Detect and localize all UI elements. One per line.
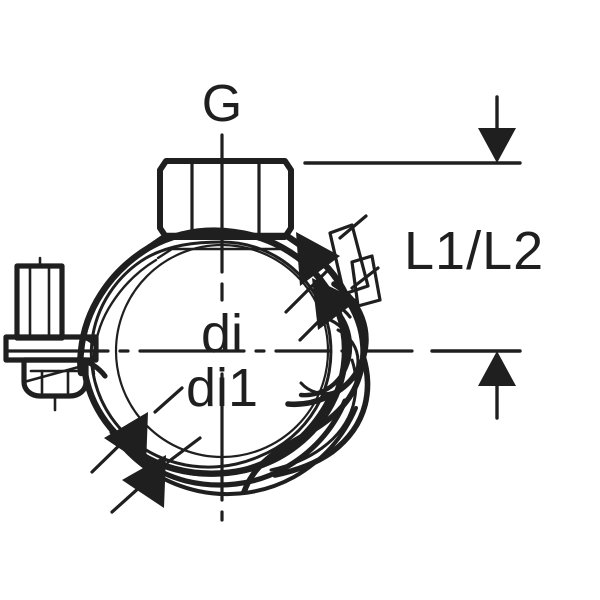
leader-arrow-upper-2 bbox=[312, 278, 358, 330]
leader-line-upper-2b bbox=[350, 266, 380, 290]
inner-diameter-alt-label: di1 bbox=[185, 358, 259, 418]
bolt-bracket-plate bbox=[3, 334, 99, 363]
bolt-nut-face-line bbox=[22, 363, 88, 384]
thread-label: G bbox=[201, 75, 243, 133]
inner-diameter-label: di bbox=[200, 304, 244, 364]
clamp-band-inner bbox=[89, 240, 333, 469]
dimension-arrow-down bbox=[478, 128, 516, 163]
latch-lever bbox=[328, 223, 370, 296]
latch-hook-body bbox=[285, 281, 369, 408]
leader-arrow-lower-2 bbox=[122, 455, 166, 508]
latch-outer-loop bbox=[241, 294, 366, 495]
latch-lever-tip bbox=[350, 254, 382, 308]
leader-line-lower-1b bbox=[153, 386, 184, 414]
latch-tail-strap-inner bbox=[269, 358, 358, 472]
leader-arrow-lower-1 bbox=[104, 412, 148, 466]
latch-ellipse bbox=[299, 328, 360, 396]
pipe-bore-circle bbox=[114, 243, 330, 459]
latch-tail-strap bbox=[272, 353, 371, 478]
leader-line-upper-1 bbox=[284, 266, 332, 314]
leader-line-lower-2b bbox=[166, 436, 202, 464]
clamp-top-saddle-inner bbox=[156, 247, 298, 260]
clamp-end-upper bbox=[78, 334, 99, 348]
hex-boss-outline bbox=[157, 158, 294, 240]
dimension-arrow-up bbox=[478, 351, 516, 386]
length-dimension-label: L1/L2 bbox=[404, 221, 545, 281]
bolt-nut bbox=[21, 357, 89, 399]
leader-arrow-upper-1 bbox=[296, 232, 340, 286]
leader-line-upper-1b bbox=[338, 214, 368, 240]
dimension-extension-lines bbox=[303, 161, 522, 353]
